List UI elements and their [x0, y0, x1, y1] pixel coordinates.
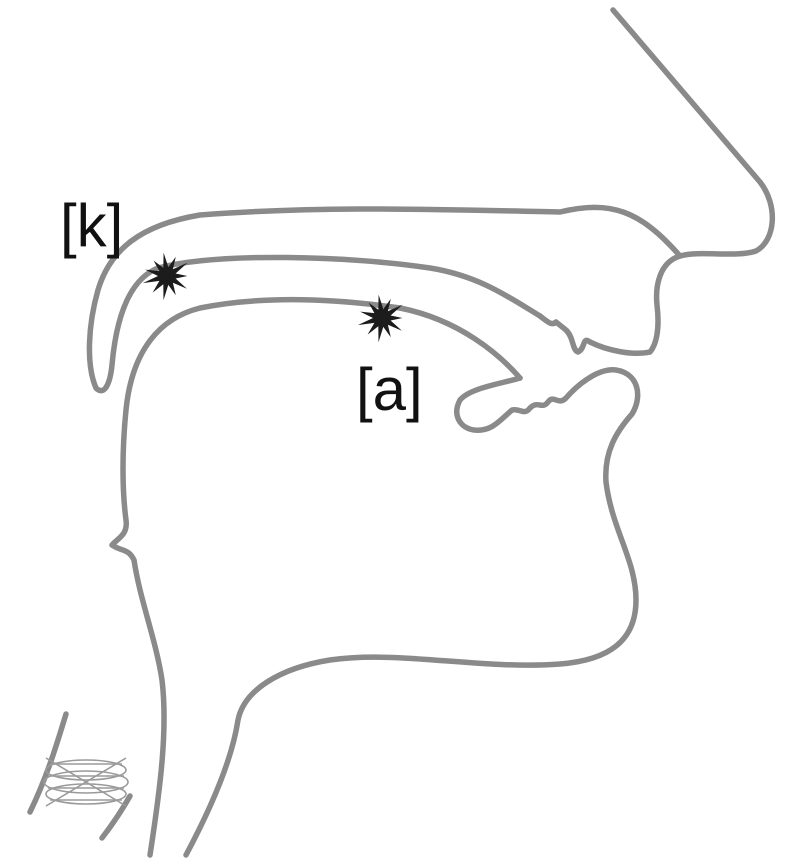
tongue-outline [112, 300, 520, 855]
k-articulation-marker [143, 253, 188, 301]
velar-stop-label: [k] [60, 196, 123, 256]
vocal-folds-icon [44, 758, 128, 806]
open-vowel-label: [a] [356, 360, 423, 420]
upper-lip-outline [590, 256, 680, 353]
tongue-tip-outline [186, 370, 638, 855]
